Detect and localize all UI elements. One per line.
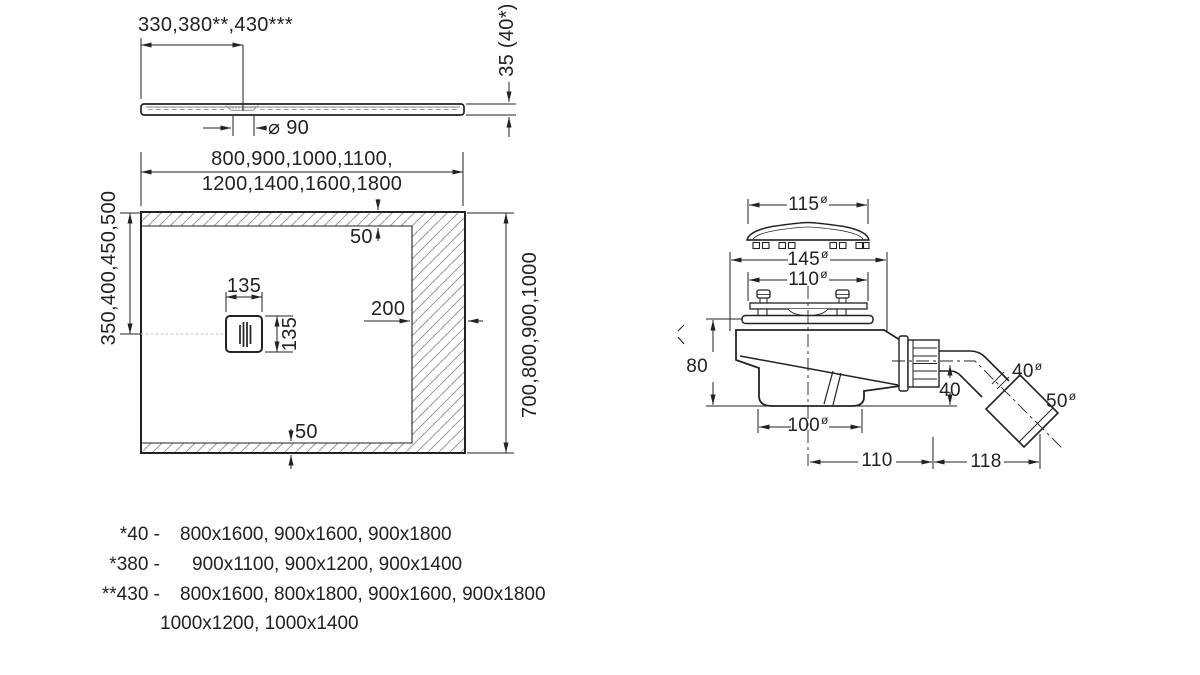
dia-symbol: ø xyxy=(820,266,828,281)
dim-drain-edge-offset: 200 xyxy=(371,298,406,320)
dim-unit-height: 80 xyxy=(686,356,708,377)
dim-height-80-lines xyxy=(706,318,742,405)
drain-square xyxy=(225,315,263,353)
dim-body-dia-lines xyxy=(757,409,863,433)
footnote-values: 900x1100, 900x1200, 900x1400 xyxy=(192,554,463,575)
clamping-plate xyxy=(749,289,868,319)
centrelines xyxy=(807,286,1063,466)
dim-plate-dia-value: 110 xyxy=(788,269,820,290)
dim-nut-to-end: 118 xyxy=(970,451,1002,472)
top-view-tray-plan xyxy=(120,152,514,469)
dim-plate-dia-lines xyxy=(747,272,869,301)
dim-outlet-dia-value: 40 xyxy=(1012,361,1034,382)
footnote-values: 800x1600, 800x1800, 900x1600, 900x1800 xyxy=(180,584,546,605)
dim-drain-hole-dia: ⌀ 90 xyxy=(268,117,310,139)
dim-outlet-end-dia: 50ø xyxy=(1046,388,1077,413)
dia-symbol: ø xyxy=(1068,388,1077,403)
dim-flange-dia-value: 145 xyxy=(787,249,820,270)
dim-flange-dia-lines xyxy=(729,252,888,331)
dim-plan-left-offsets: 350,400,450,500 xyxy=(98,190,120,346)
dim-cap-dia-value: 115 xyxy=(788,194,820,215)
dim-cap-dia: 115ø xyxy=(778,191,838,216)
dim-flange-dia: 145ø xyxy=(778,246,838,271)
dim-drain-offset-lines xyxy=(140,38,244,111)
footnote-values: 1000x1200, 1000x1400 xyxy=(160,613,359,634)
footnote-marker: *40 - xyxy=(119,524,160,545)
dim-drain-height-lines xyxy=(265,315,293,353)
dim-plate-dia: 110ø xyxy=(778,266,838,291)
dim-plan-widths-line2: 1200,1400,1600,1800 xyxy=(201,173,403,195)
siphon-body xyxy=(735,329,901,407)
profile-drain-texture xyxy=(225,105,259,111)
drain-unit-section xyxy=(677,199,1063,469)
side-view-tray-profile xyxy=(140,38,516,137)
dim-tray-thickness: 35 (40*) xyxy=(496,3,518,77)
footnote-marker: **430 - xyxy=(101,584,160,605)
dim-drain-width-lines xyxy=(225,292,263,312)
dia-symbol: ø xyxy=(820,246,829,261)
break-mark xyxy=(677,324,685,345)
outlet-nut xyxy=(898,335,940,392)
footnote-values: 800x1600, 900x1600, 900x1800 xyxy=(180,524,452,545)
dim-outlet-dia: 40ø xyxy=(1012,358,1043,383)
dim-horizontal-lines xyxy=(810,434,1041,469)
dim-plan-widths-line1: 800,900,1000,1100, xyxy=(211,148,393,170)
dim-tray-drain-offsets: 330,380**,430*** xyxy=(138,14,293,36)
dim-cap-dia-lines xyxy=(747,199,869,224)
dim-body-dia-value: 100 xyxy=(787,415,820,436)
dim-plan-left-lines xyxy=(120,212,141,334)
dim-border-bottom: 50 xyxy=(295,421,318,443)
dim-body-dia: 100ø xyxy=(778,412,838,437)
dim-drain-square-height: 135 xyxy=(279,316,301,352)
drain-cap xyxy=(746,221,870,250)
dim-drain-square-width: 135 xyxy=(226,275,262,297)
dim-outlet-end-dia-value: 50 xyxy=(1046,391,1068,412)
collar-rim xyxy=(741,314,874,325)
footnote-marker: *380 - xyxy=(109,554,160,575)
dim-border-top: 50 xyxy=(350,226,373,248)
dim-plan-length-lines xyxy=(467,212,514,454)
dim-center-to-nut: 110 xyxy=(861,450,893,471)
dim-plan-width-lines xyxy=(140,152,464,206)
dia-symbol: ø xyxy=(820,412,829,427)
dia-symbol: ø xyxy=(820,191,828,206)
dim-outlet-height: 40 xyxy=(939,380,961,401)
dim-drain-hole-lines xyxy=(203,116,267,136)
dia-symbol: ø xyxy=(1034,358,1043,373)
dim-plan-lengths: 700,800,900,1000 xyxy=(519,251,541,419)
dim-tray-thickness-lines xyxy=(466,82,516,137)
